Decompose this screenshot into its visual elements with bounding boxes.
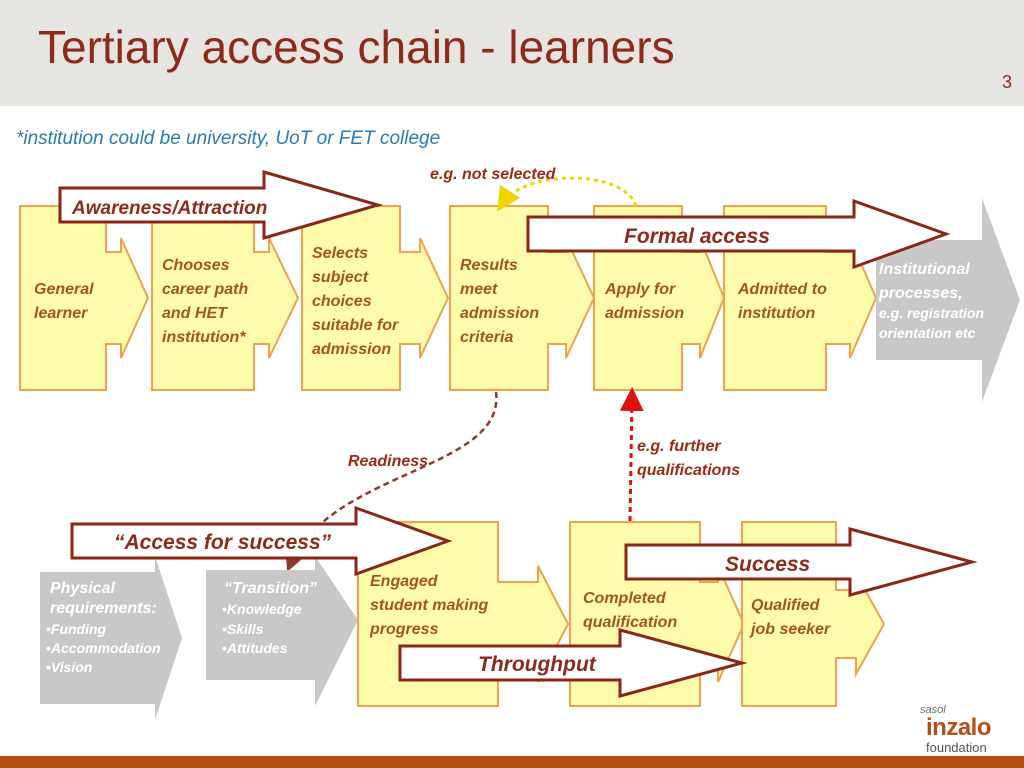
transition-heading: “Transition”	[224, 580, 317, 597]
formal-access-banner: Formal access	[526, 198, 951, 270]
top-box-1-text: General learner	[34, 281, 98, 322]
physical-requirements-arrow: Physical requirements: •Funding •Accommo…	[40, 556, 182, 720]
footer-bar	[0, 756, 1024, 768]
top-process-box-2: Chooses career path and HET institution*	[151, 205, 300, 391]
logo-sub: foundation	[926, 740, 987, 755]
top-process-box-1: General learner	[19, 205, 150, 391]
top-box-4-text: Results meet admission criteria	[460, 257, 544, 346]
further-qualifications-connector	[619, 387, 644, 522]
page-number: 3	[1001, 72, 1012, 92]
access-for-success-label: “Access for success”	[114, 531, 332, 554]
header-bar	[0, 0, 1024, 106]
transition-arrow: “Transition” •Knowledge •Skills •Attitud…	[206, 556, 358, 706]
inzalo-logo: sasol inzalo foundation	[920, 704, 1010, 756]
physical-requirements-text: Physical requirements:	[50, 580, 157, 617]
top-box-5-text: Apply for admission	[604, 281, 684, 322]
top-process-box-3: Selects subject choices suitable for adm…	[301, 205, 450, 391]
access-for-success-banner: “Access for success”	[70, 505, 453, 577]
logo-brand: sasol	[920, 704, 946, 716]
success-banner: Success	[624, 527, 978, 597]
readiness-note: Readiness	[348, 453, 428, 470]
top-box-6-text: Admitted to institution	[737, 281, 831, 322]
not-selected-note: e.g. not selected	[430, 166, 557, 183]
bottom-box-1-text: Engaged student making progress	[369, 573, 493, 638]
transition-items: •Knowledge •Skills •Attitudes	[222, 601, 305, 656]
awareness-label: Awareness/Attraction	[71, 198, 267, 219]
top-box-3-text: Selects subject choices suitable for adm…	[312, 245, 403, 358]
not-selected-connector	[497, 176, 638, 212]
formal-access-label: Formal access	[624, 225, 770, 248]
top-box-2-text: Chooses career path and HET institution*	[162, 257, 253, 346]
logo-name: inzalo	[926, 714, 992, 741]
further-qualifications-note: e.g. further qualifications	[637, 438, 740, 479]
bottom-box-3-text: Qualified job seeker	[749, 597, 831, 638]
page-title: Tertiary access chain - learners	[38, 21, 675, 73]
throughput-label: Throughput	[478, 653, 597, 676]
physical-items: •Funding •Accommodation •Vision	[46, 621, 164, 675]
institutional-processes-arrow: Institutional processes, e.g. registrati…	[876, 198, 1020, 402]
awareness-banner: Awareness/Attraction	[58, 170, 384, 240]
subtitle-note: *institution could be university, UoT or…	[16, 128, 441, 149]
throughput-banner: Throughput	[398, 628, 748, 698]
bottom-box-2-text: Completed qualification	[583, 590, 677, 631]
institutional-text: Institutional processes, e.g. registrati…	[878, 261, 988, 341]
success-label: Success	[725, 553, 810, 576]
